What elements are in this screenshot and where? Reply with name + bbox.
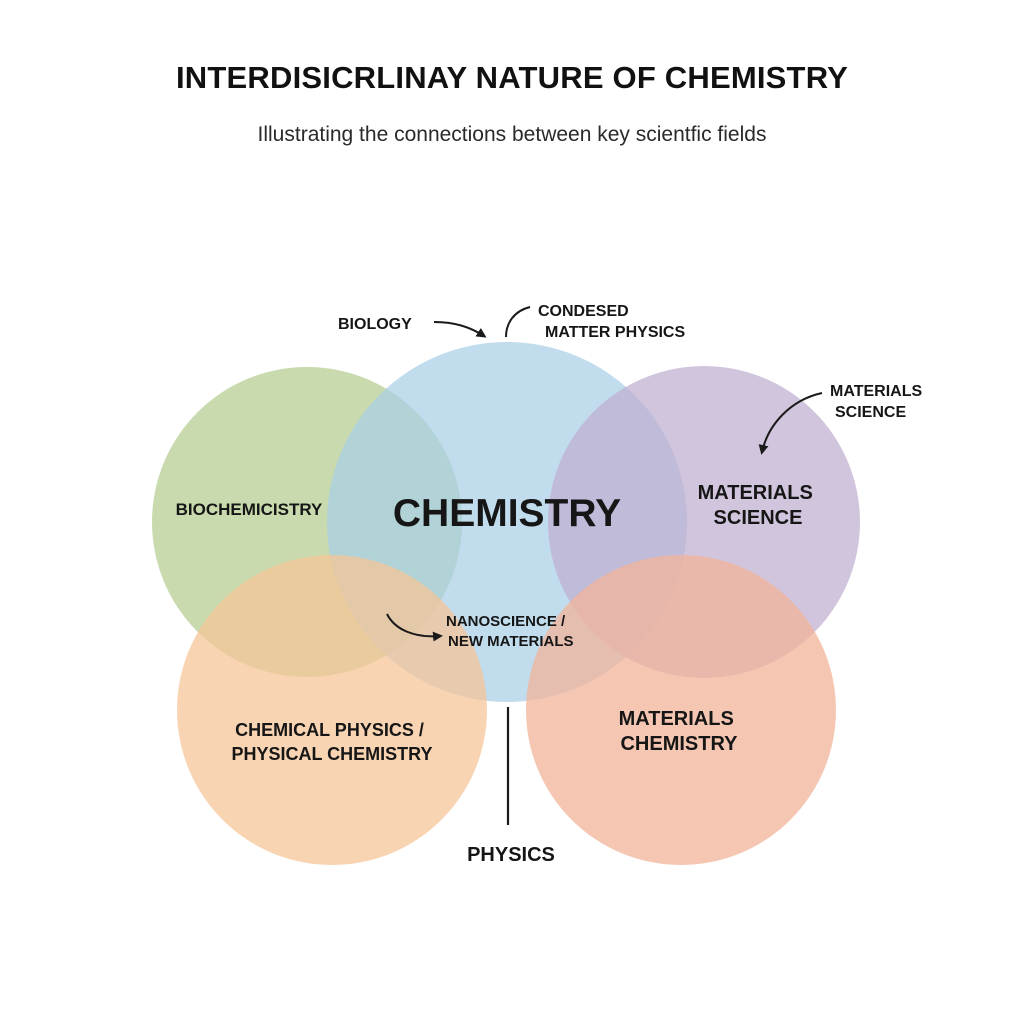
diagram-title: INTERDISICRLINAY NATURE OF CHEMISTRY [175, 60, 849, 95]
circle-materials-chemistry [526, 555, 836, 865]
diagram-subtitle: Illustrating the connections between key… [257, 123, 767, 146]
arrow-materials-science-icon [758, 392, 823, 455]
circles-group [152, 342, 860, 865]
annotation-nanoscience: NANOSCIENCE / NEW MATERIALS [446, 613, 574, 650]
circle-chemical-physics [177, 555, 487, 865]
label-materials-science: MATERIALS SCIENCE [698, 482, 819, 529]
curve-condensed-matter-icon [505, 306, 531, 338]
annotation-condensed-matter: CONDESED MATTER PHYSICS [538, 303, 685, 341]
label-chemistry: CHEMISTRY [393, 492, 621, 535]
arrow-nanoscience-icon [386, 613, 443, 642]
label-biochemistry: BIOCHEMICISTRY [176, 500, 323, 519]
label-chemical-physics: CHEMICAL PHYSICS / PHYSICAL CHEMISTRY [231, 720, 432, 764]
annotation-materials-science: MATERIALS SCIENCE [830, 383, 927, 421]
arrow-biology-icon [433, 321, 487, 338]
annotation-physics: PHYSICS [467, 844, 555, 866]
annotation-biology: BIOLOGY [338, 316, 412, 333]
label-materials-chemistry: MATERIALS CHEMISTRY [619, 708, 740, 755]
